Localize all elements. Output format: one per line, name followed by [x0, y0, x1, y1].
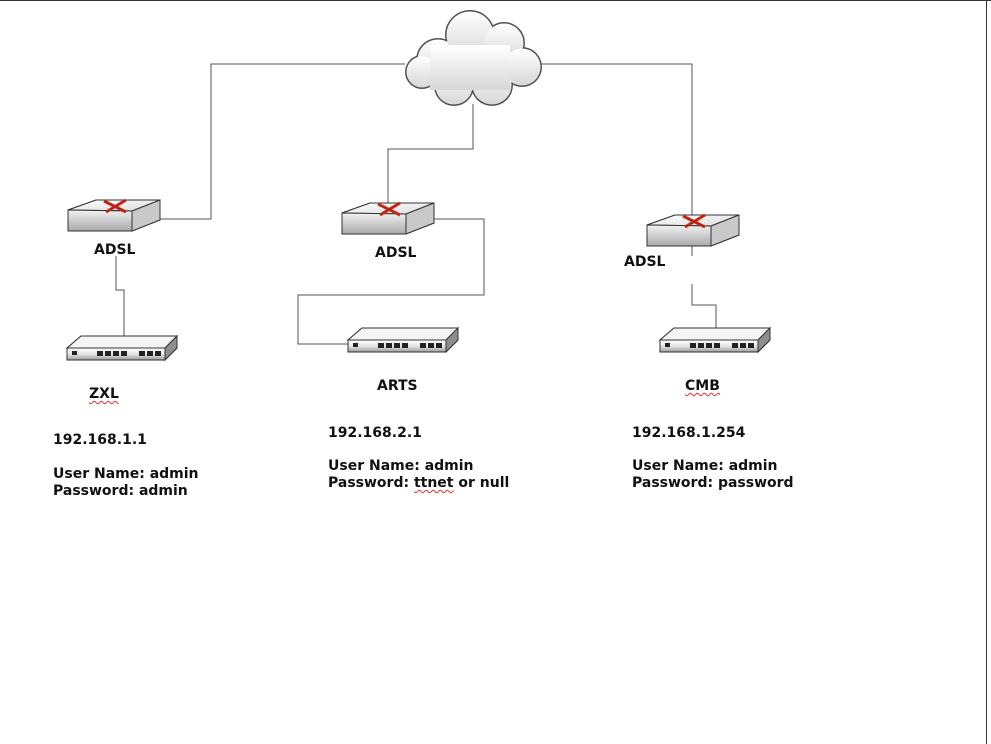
right-password-value: password	[717, 475, 794, 491]
right-password-line: Password: password	[632, 475, 794, 492]
left-password-prefix: Password:	[53, 483, 139, 499]
link-cloud-left-modem	[160, 63, 405, 220]
middle-modem-label: ADSL	[375, 245, 417, 261]
adsl-modem-icon-left	[66, 198, 162, 233]
left-router-name: ZXL	[89, 386, 119, 402]
left-username-line: User Name: admin	[53, 466, 199, 482]
link-cloud-right-modem	[540, 63, 693, 256]
right-username-line: User Name: admin	[632, 458, 778, 474]
right-modem-label: ADSL	[624, 254, 666, 270]
right-router-name: CMB	[685, 378, 720, 394]
middle-credentials: User Name: admin Password: ttnet or null	[328, 458, 509, 492]
link-middle-modem-router	[297, 218, 485, 345]
right-ip-address: 192.168.1.254	[632, 425, 746, 441]
router-switch-icon-middle	[347, 327, 459, 353]
left-password-line: Password: admin	[53, 483, 199, 500]
middle-password-suffix: or null	[453, 475, 510, 491]
left-credentials: User Name: admin Password: admin	[53, 466, 199, 500]
cloud-icon	[405, 10, 542, 106]
left-ip-address: 192.168.1.1	[53, 432, 147, 448]
middle-username-line: User Name: admin	[328, 458, 474, 474]
left-modem-label: ADSL	[94, 242, 136, 258]
middle-ip-address: 192.168.2.1	[328, 425, 422, 441]
router-switch-icon-left	[66, 335, 178, 361]
middle-password-prefix: Password:	[328, 475, 414, 491]
right-password-prefix: Password:	[632, 475, 718, 491]
right-router-label: CMB	[685, 378, 720, 395]
middle-password-line: Password: ttnet or null	[328, 475, 509, 492]
right-credentials: User Name: admin Password: password	[632, 458, 794, 492]
middle-password-value: ttnet	[413, 475, 454, 491]
left-password-value: admin	[138, 483, 188, 499]
link-cloud-middle-modem	[387, 104, 474, 204]
adsl-modem-icon-right	[645, 213, 741, 248]
connection-lines	[115, 63, 717, 345]
link-left-modem-router	[115, 256, 125, 338]
left-router-label: ZXL	[89, 386, 119, 403]
link-right-modem-router	[691, 284, 717, 330]
router-switch-icon-right	[659, 327, 771, 353]
adsl-modem-icon-middle	[340, 201, 436, 236]
middle-router-label: ARTS	[377, 378, 418, 394]
